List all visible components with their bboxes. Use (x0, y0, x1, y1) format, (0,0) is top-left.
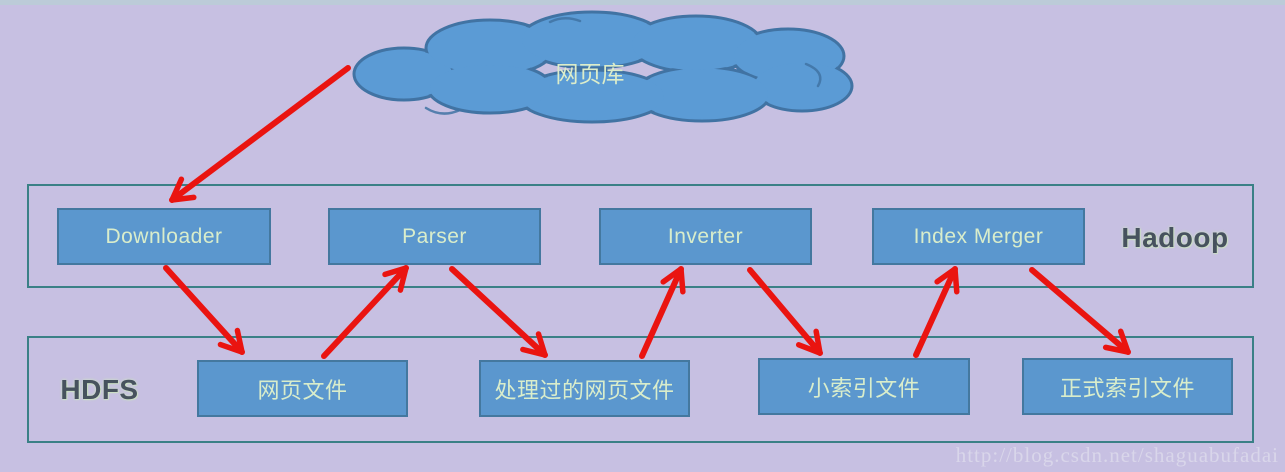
node-index-merger-label: Index Merger (913, 224, 1044, 248)
hdfs-layer-label: HDFS (60, 374, 139, 405)
node-inverter: Inverter (599, 208, 812, 265)
node-processed-webpage-file: 处理过的网页文件 (479, 360, 690, 417)
node-webpage-file: 网页文件 (197, 360, 408, 417)
web-repository-cloud: 网页库 (352, 10, 854, 124)
node-processed-webpage-file-label: 处理过的网页文件 (494, 377, 675, 403)
edge-web-repo-cloud-to-downloader (169, 65, 351, 203)
node-index-merger: Index Merger (872, 208, 1085, 265)
node-small-index-file-label: 小索引文件 (807, 375, 921, 401)
node-downloader: Downloader (57, 208, 271, 265)
node-webpage-file-label: 网页文件 (257, 377, 348, 403)
node-official-index-file: 正式索引文件 (1022, 358, 1233, 415)
node-parser-label: Parser (402, 224, 467, 248)
node-inverter-label: Inverter (667, 224, 744, 248)
node-downloader-label: Downloader (105, 224, 223, 248)
cloud-shape (352, 10, 854, 124)
top-strip (0, 0, 1285, 5)
node-small-index-file: 小索引文件 (758, 358, 970, 415)
node-parser: Parser (328, 208, 541, 265)
node-official-index-file-label: 正式索引文件 (1059, 375, 1195, 401)
watermark-url: http://blog.csdn.net/shaguabufadai (955, 443, 1279, 467)
cloud-label: 网页库 (556, 61, 625, 87)
hadoop-layer-label: Hadoop (1121, 222, 1229, 253)
